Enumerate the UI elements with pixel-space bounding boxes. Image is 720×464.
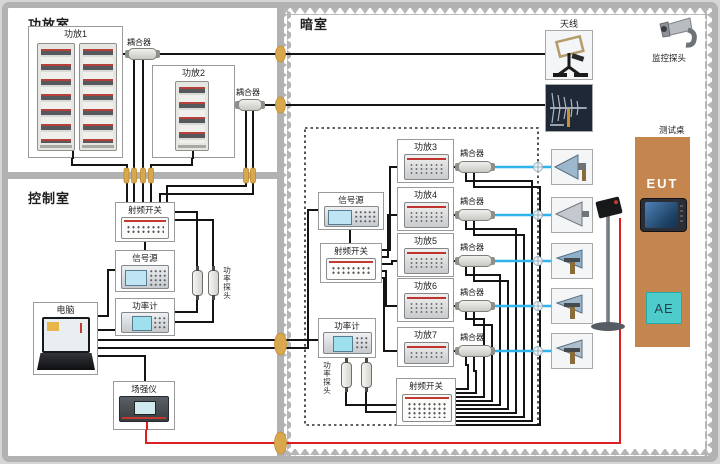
chamber-coupler1-label: 耦合器 (460, 149, 484, 158)
test-table-label: 测试桌 (659, 125, 685, 135)
amp2-rack-icon (175, 81, 209, 151)
chamber-power-probe-1-icon (341, 358, 352, 392)
log-periodic-antenna-box (545, 84, 593, 132)
chamber-amp3-label: 功放3 (413, 142, 437, 152)
loop-antenna-icon (553, 34, 588, 77)
chamber-coupler4-icon (455, 300, 495, 312)
coupler2-icon (235, 99, 265, 111)
control-room-title: 控制室 (28, 191, 71, 206)
chamber-coupler4-label: 耦合器 (460, 288, 484, 297)
horn-antenna4-box (551, 288, 593, 324)
horn-antenna5-icon (555, 339, 583, 364)
coupler2-label: 耦合器 (236, 88, 260, 97)
amp1-rack-right-icon (79, 43, 117, 151)
surveillance-camera-icon (659, 17, 697, 48)
chamber-amp4-icon (404, 202, 449, 228)
chamber-title: 暗室 (300, 17, 329, 32)
chamber-amp7-label: 功放7 (413, 330, 437, 340)
chamber-coupler2-label: 耦合器 (460, 197, 484, 206)
field-meter-label: 场强仪 (131, 384, 157, 394)
control-power-probe-label: 功率探头 (222, 266, 232, 300)
horn-antenna1-icon (553, 154, 586, 181)
chamber-rf-switch-bottom-label: 射频开关 (408, 381, 443, 391)
antenna-group-label: 天线 (560, 19, 579, 29)
coupler1-label: 耦合器 (127, 38, 151, 47)
chamber-rf-switch-bottom-box: 射频开关 (396, 378, 456, 426)
chamber-rf-switch-bottom-icon (402, 394, 452, 422)
chamber-amp7-icon (404, 342, 449, 364)
chamber-signal-source-icon (324, 206, 379, 227)
amp1-box: 功放1 (28, 26, 123, 159)
chamber-rf-switch-mid-icon (326, 258, 376, 280)
amp1-rack-left-icon (37, 43, 75, 151)
chamber-signal-source-label: 信号源 (338, 195, 364, 205)
eut-device-icon (640, 198, 687, 232)
loop-antenna-box (545, 30, 593, 80)
chamber-rf-switch-mid-box: 射频开关 (320, 243, 382, 283)
chamber-amp5-label: 功放5 (413, 236, 437, 246)
laptop-icon (42, 317, 90, 353)
computer-label: 电脑 (56, 305, 75, 315)
rf-switch-panel-icon (121, 217, 169, 239)
horn-antenna2-box (551, 197, 593, 233)
chamber-coupler1-icon (455, 161, 495, 173)
chamber-rf-switch-mid-label: 射频开关 (333, 246, 368, 256)
chamber-amp6-label: 功放6 (413, 281, 437, 291)
chamber-power-meter-box: 功率计 (318, 318, 376, 358)
chamber-coupler2-icon (455, 209, 495, 221)
power-meter-icon (121, 312, 169, 333)
amp1-label: 功放1 (63, 29, 87, 39)
chamber-power-probe-label: 功率探头 (322, 361, 332, 395)
horn-antenna3-icon (555, 249, 583, 274)
chamber-amp7-box: 功放7 (397, 327, 454, 367)
chamber-coupler3-icon (455, 255, 495, 267)
chamber-power-meter-label: 功率计 (334, 321, 360, 331)
power-probe-1-icon (192, 266, 203, 300)
tripod-base-icon (591, 322, 625, 331)
horn-antenna2-icon (554, 201, 589, 227)
horn-antenna5-box (551, 333, 593, 369)
control-rf-switch-box: 射频开关 (115, 202, 175, 242)
amp2-box: 功放2 (152, 65, 235, 159)
field-meter-icon (119, 396, 169, 422)
amp2-label: 功放2 (181, 68, 205, 78)
horn-antenna1-box (551, 149, 593, 185)
computer-box: 电脑 (33, 302, 98, 375)
chamber-amp4-box: 功放4 (397, 187, 454, 231)
chamber-amp3-icon (404, 154, 449, 180)
chamber-amp5-box: 功放5 (397, 233, 454, 277)
coupler1-icon (125, 48, 160, 60)
chamber-amp3-box: 功放3 (397, 139, 454, 183)
chamber-power-meter-icon (323, 332, 372, 354)
chamber-coupler5-icon (455, 345, 495, 357)
chamber-coupler5-label: 耦合器 (460, 333, 484, 342)
chamber-power-probe-2-icon (361, 358, 372, 392)
eut-label: EUT (646, 176, 679, 191)
signal-source-icon (121, 265, 169, 289)
tripod-pole-icon (606, 214, 610, 326)
chamber-amp6-icon (404, 293, 449, 319)
horn-antenna4-icon (555, 294, 583, 319)
chamber-signal-source-box: 信号源 (318, 192, 384, 230)
field-meter-box: 场强仪 (113, 381, 175, 430)
control-signal-source-box: 信号源 (115, 250, 175, 292)
chamber-amp4-label: 功放4 (413, 190, 437, 200)
chamber-amp5-icon (404, 248, 449, 274)
power-probe-2-icon (208, 266, 219, 300)
control-power-meter-box: 功率计 (115, 298, 175, 336)
log-periodic-antenna-icon (550, 92, 587, 127)
ae-box: AE (646, 292, 682, 324)
control-power-meter-label: 功率计 (132, 301, 158, 311)
chamber-coupler3-label: 耦合器 (460, 243, 484, 252)
chamber-amp6-box: 功放6 (397, 278, 454, 322)
control-rf-switch-label: 射频开关 (127, 205, 162, 215)
horn-antenna3-box (551, 243, 593, 279)
control-signal-source-label: 信号源 (132, 253, 158, 263)
camera-label: 监控探头 (652, 53, 687, 63)
